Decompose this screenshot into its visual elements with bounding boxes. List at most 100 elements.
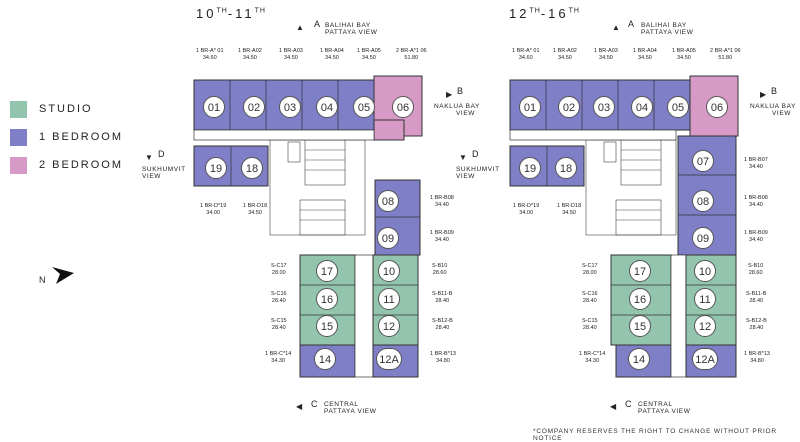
unit-size: 34.40 xyxy=(435,202,449,208)
unit-number-06: 06 xyxy=(706,96,728,118)
floor-title-right-base: 12 xyxy=(509,6,530,21)
unit-number-06: 06 xyxy=(392,96,414,118)
unit-number-16: 16 xyxy=(316,288,338,310)
unit-size: 28.40 xyxy=(435,325,450,331)
view-b-letter: B xyxy=(457,86,464,96)
unit-name: 1 BR-A04 xyxy=(320,48,344,54)
unit-number-11: 11 xyxy=(378,288,400,310)
unit-name: 1 BR-D18 xyxy=(243,203,268,209)
view-b-line2: VIEW xyxy=(456,110,476,117)
legend-swatch-studio xyxy=(10,101,27,118)
unit-name: 1 BR-A02 xyxy=(553,48,577,54)
view-b-arrow-icon: ▶ xyxy=(446,90,453,99)
unit-size: 28.40 xyxy=(749,325,764,331)
unit-name: 1 BR-A* 01 xyxy=(196,48,224,54)
view-a-letter: A xyxy=(628,19,635,29)
unit-name: S-B12-B xyxy=(746,318,767,324)
unit-size: 28.00 xyxy=(582,270,597,276)
disclaimer-notice: *COMPANY RESERVES THE RIGHT TO CHANGE WI… xyxy=(533,428,777,442)
unit-name: 1 BR-D*19 xyxy=(513,203,540,209)
unit-name: 1 BR-C*14 xyxy=(265,351,292,357)
unit-number-01: 01 xyxy=(203,96,225,118)
unit-number-18: 18 xyxy=(241,157,263,179)
unit-name: 1 BR-D18 xyxy=(557,203,582,209)
floor-title-right-sup2: TH xyxy=(568,7,580,15)
view-c-letter: C xyxy=(625,399,633,409)
floor-title-right: 12TH-16TH xyxy=(509,6,580,21)
unit-size: 34.80 xyxy=(436,358,450,364)
unit-name: S-B11-B xyxy=(746,291,767,297)
unit-size: 34.40 xyxy=(749,237,763,243)
view-d-letter: D xyxy=(472,149,480,159)
view-b-arrow-icon: ▶ xyxy=(760,90,767,99)
legend-label-1-bedroom: 1 BEDROOM xyxy=(39,131,124,143)
unit-size: 34.50 xyxy=(362,55,376,61)
unit-size: 34.50 xyxy=(243,55,257,61)
unit-name: 1 BR-B09 xyxy=(430,230,454,236)
view-a-line1: BALIHAI BAY xyxy=(641,22,687,29)
unit-number-12: 12 xyxy=(378,315,400,337)
unit-number-10: 10 xyxy=(694,260,716,282)
unit-row-a xyxy=(193,75,423,141)
legend-label-2-bedroom: 2 BEDROOM xyxy=(39,159,124,171)
unit-size: 51.80 xyxy=(404,55,419,61)
unit-name: S-C15 xyxy=(582,318,598,324)
unit-number-19: 19 xyxy=(519,157,541,179)
unit-size: 28.40 xyxy=(749,298,764,304)
unit-name: 1 BR-A05 xyxy=(357,48,381,54)
unit-number-15: 15 xyxy=(629,315,651,337)
unit-size: 34.40 xyxy=(435,237,449,243)
unit-number-04: 04 xyxy=(316,96,338,118)
unit-size: 28.40 xyxy=(271,325,286,331)
unit-number-01: 01 xyxy=(519,96,541,118)
view-d-line1: SUKHUMVIT xyxy=(142,166,186,173)
unit-number-19: 19 xyxy=(205,157,227,179)
unit-number-09: 09 xyxy=(377,227,399,249)
unit-name: 1 BR-A* 01 xyxy=(512,48,540,54)
view-a-line1: BALIHAI BAY xyxy=(325,22,371,29)
view-c-line2: PATTAYA VIEW xyxy=(324,408,377,415)
unit-name: 2 BR-A*1 06 xyxy=(710,48,741,54)
floor-title-left-dash: -11 xyxy=(227,6,255,21)
unit-size: 34.30 xyxy=(585,358,600,364)
unit-number-17: 17 xyxy=(629,260,651,282)
unit-size: 34.30 xyxy=(271,358,286,364)
unit-number-16: 16 xyxy=(629,288,651,310)
unit-name: S-C15 xyxy=(271,318,287,324)
unit-number-05: 05 xyxy=(353,96,375,118)
legend-label-studio: STUDIO xyxy=(39,103,93,115)
unit-number-12a: 12A xyxy=(376,348,402,370)
floor-title-left-sup2: TH xyxy=(254,7,266,15)
unit-size: 28.00 xyxy=(271,270,286,276)
unit-size: 28.40 xyxy=(582,298,597,304)
unit-name: S-B10 xyxy=(748,263,764,269)
floor-title-right-dash: -16 xyxy=(540,6,569,21)
unit-name: 1 BR-B07 xyxy=(744,157,768,163)
unit-number-09: 09 xyxy=(692,227,714,249)
plan-walls xyxy=(585,139,677,236)
unit-size: 51.80 xyxy=(718,55,733,61)
unit-number-08: 08 xyxy=(692,190,714,212)
unit-size: 28.60 xyxy=(748,270,763,276)
view-c-line1: CENTRAL xyxy=(324,401,359,408)
unit-size: 34.40 xyxy=(749,164,763,170)
unit-name: S-B12-B xyxy=(432,318,453,324)
unit-name: 1 BR-C*14 xyxy=(579,351,606,357)
plan-walls xyxy=(269,139,366,236)
